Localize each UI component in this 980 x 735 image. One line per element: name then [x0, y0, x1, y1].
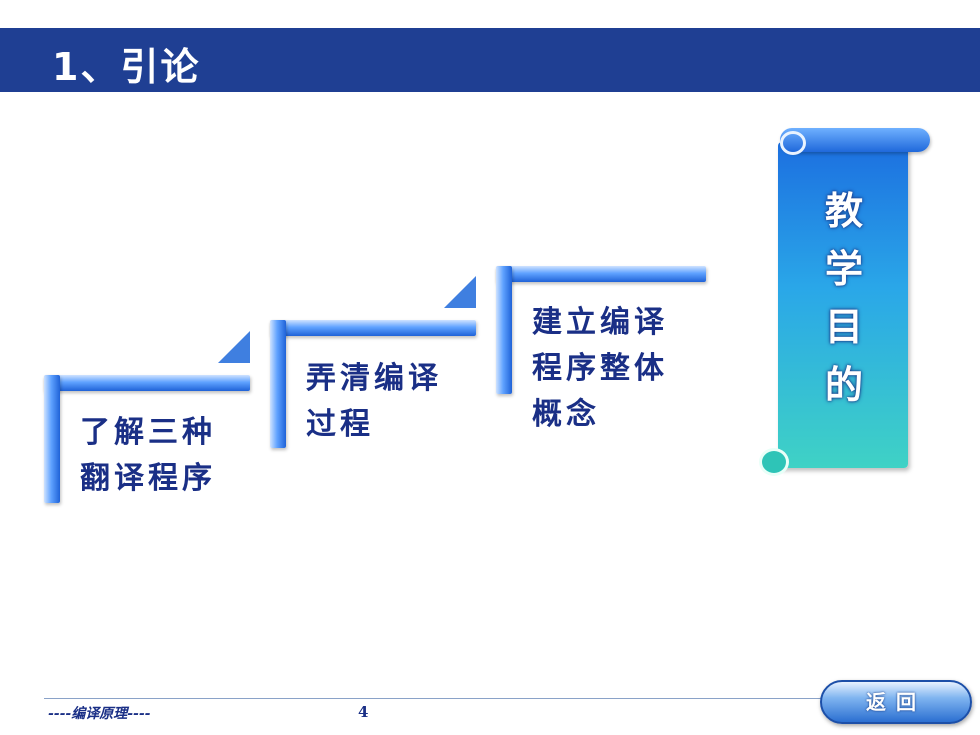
- step-3-line-2: 程序整体: [532, 351, 668, 386]
- step-3-line-3: 概念: [532, 397, 600, 432]
- scroll-curl-bottom-icon: [759, 448, 789, 476]
- scroll-curl-top-icon: [780, 131, 806, 155]
- step-2-text: 弄清编译 过程: [306, 356, 442, 448]
- step-3-side-bar: [496, 266, 512, 394]
- step-2-line-2: 过程: [306, 407, 374, 442]
- step-1-top-bar: [44, 375, 250, 391]
- footer-divider: [44, 698, 844, 699]
- step-2-side-bar: [270, 320, 286, 448]
- scroll-label: 教学目的: [824, 188, 863, 407]
- step-1-side-bar: [44, 375, 60, 503]
- step-1-line-2: 翻译程序: [80, 461, 216, 496]
- back-button[interactable]: 返回: [820, 680, 972, 724]
- step-2-top-bar: [270, 320, 476, 336]
- footer-page-number: 4: [358, 703, 369, 721]
- step-3-text: 建立编译 程序整体 概念: [532, 300, 668, 438]
- scroll-banner: [778, 142, 908, 468]
- title-bar: [0, 28, 980, 92]
- step-2-corner-triangle: [444, 276, 476, 308]
- step-1-corner-triangle: [218, 331, 250, 363]
- step-3-line-1: 建立编译: [532, 305, 668, 340]
- step-3-top-bar: [496, 266, 706, 282]
- step-1-line-1: 了解三种: [80, 415, 216, 450]
- slide-title: 1、引论: [52, 45, 201, 89]
- step-2-line-1: 弄清编译: [306, 361, 442, 396]
- step-1-text: 了解三种 翻译程序: [80, 410, 216, 502]
- footer-course-name: ----编译原理----: [48, 706, 151, 722]
